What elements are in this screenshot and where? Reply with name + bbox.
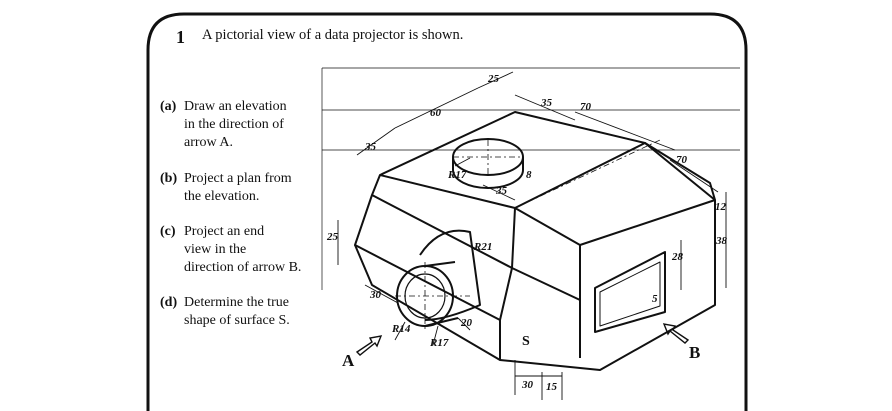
part-a-label: (a)	[160, 99, 177, 114]
part-b-line-2: the elevation.	[184, 189, 260, 204]
part-d-label: (d)	[160, 295, 178, 310]
radius-17-lens: R17	[429, 337, 449, 349]
dim-35-top: 35	[540, 97, 553, 109]
arrow-b-icon	[662, 323, 690, 344]
dim-25-top: 25	[487, 73, 500, 85]
dim-70-top: 70	[580, 101, 592, 113]
part-c-label: (c)	[160, 224, 176, 239]
part-b: (b) Project a plan from the elevation.	[160, 170, 320, 206]
dim-38: 38	[715, 235, 728, 247]
question-text: A pictorial view of a data projector is …	[202, 27, 464, 43]
part-c-line-2: view in the	[184, 242, 247, 257]
dim-35-left: 35	[364, 141, 377, 153]
part-d: (d) Determine the true shape of surface …	[160, 294, 320, 330]
dim-8: 8	[526, 169, 532, 181]
dim-12: 12	[715, 201, 727, 213]
dim-20: 20	[460, 317, 473, 329]
part-a-line-1: Draw an elevation	[184, 99, 287, 114]
dim-30-bottom: 30	[521, 379, 534, 391]
radius-17-top: R17	[447, 169, 467, 181]
part-b-label: (b)	[160, 171, 178, 186]
part-c-line-3: direction of arrow B.	[184, 260, 302, 275]
part-c: (c) Project an end view in the direction…	[160, 223, 320, 277]
dim-35-mid: 35	[495, 185, 508, 197]
radius-14: R14	[391, 323, 411, 335]
dim-28: 28	[671, 251, 684, 263]
question-number: 1	[176, 27, 185, 47]
dim-30-left: 30	[369, 289, 382, 301]
part-d-line-2: shape of surface S.	[184, 313, 290, 328]
part-a: (a) Draw an elevation in the direction o…	[160, 98, 320, 152]
part-c-line-1: Project an end	[184, 224, 265, 239]
part-b-line-1: Project a plan from	[184, 171, 292, 186]
dim-25-left: 25	[326, 231, 339, 243]
arrow-a-icon	[355, 335, 383, 356]
part-a-line-3: arrow A.	[184, 135, 233, 150]
dim-70-right: 70	[676, 154, 688, 166]
arrow-a-label: A	[342, 351, 355, 370]
dim-60: 60	[430, 107, 442, 119]
arrow-b-label: B	[689, 343, 700, 362]
surface-s-label: S	[522, 334, 530, 349]
part-d-line-1: Determine the true	[184, 295, 289, 310]
part-a-line-2: in the direction of	[184, 117, 284, 132]
dim-15: 15	[546, 381, 558, 393]
radius-21: R21	[473, 241, 492, 253]
dim-5: 5	[652, 293, 658, 305]
